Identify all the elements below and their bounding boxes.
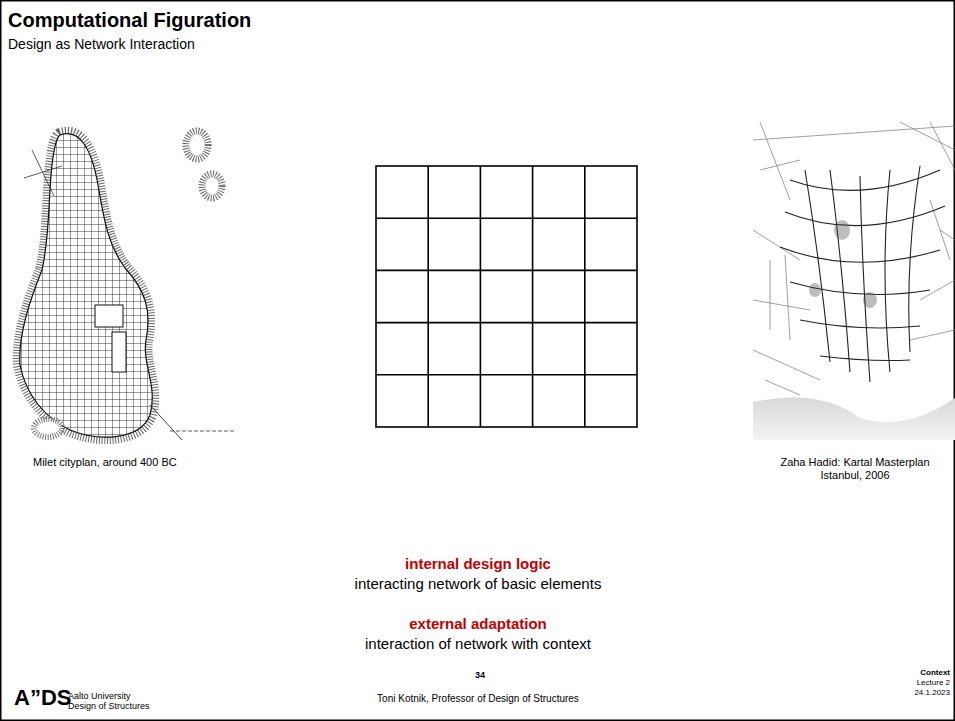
basic-grid <box>376 166 637 427</box>
subtitle: Design as Network Interaction <box>8 36 408 53</box>
concept-heading: internal design logic <box>278 555 678 573</box>
warped-grid <box>780 166 945 382</box>
sea <box>753 398 955 440</box>
image-caption: Milet cityplan, around 400 BC <box>33 456 253 469</box>
logo-mark: A”DS <box>14 687 74 709</box>
north-arrow <box>24 150 62 196</box>
concept-text: interacting network of basic elements <box>278 575 678 593</box>
island <box>202 174 222 198</box>
lecture-info: 24.1.2023 <box>850 688 950 698</box>
coastline <box>20 134 152 437</box>
slide-title: Computational Figuration <box>8 8 251 32</box>
author-line: Toni Kotnik, Professor of Design of Stru… <box>278 693 678 705</box>
page-number: 34 <box>440 670 520 681</box>
lecture-info: Lecture 2 <box>850 678 950 688</box>
kartal-masterplan <box>753 122 955 440</box>
concept-text: interaction of network with context <box>278 635 678 653</box>
institution-name: Aalto University Design of Structures <box>68 692 158 712</box>
hill <box>34 419 62 437</box>
towers <box>809 220 877 308</box>
lecture-info: Context <box>850 668 950 678</box>
agora <box>112 332 126 372</box>
island <box>186 131 208 159</box>
image-caption: Zaha Hadid: Kartal Masterplan Istanbul, … <box>765 456 945 482</box>
wall-line <box>150 405 182 440</box>
milet-cityplan <box>15 125 235 445</box>
scale-bar <box>170 431 235 432</box>
street-grid <box>15 125 165 445</box>
concept-heading: external adaptation <box>278 615 678 633</box>
urban-fabric <box>753 122 955 395</box>
agora <box>95 305 123 327</box>
